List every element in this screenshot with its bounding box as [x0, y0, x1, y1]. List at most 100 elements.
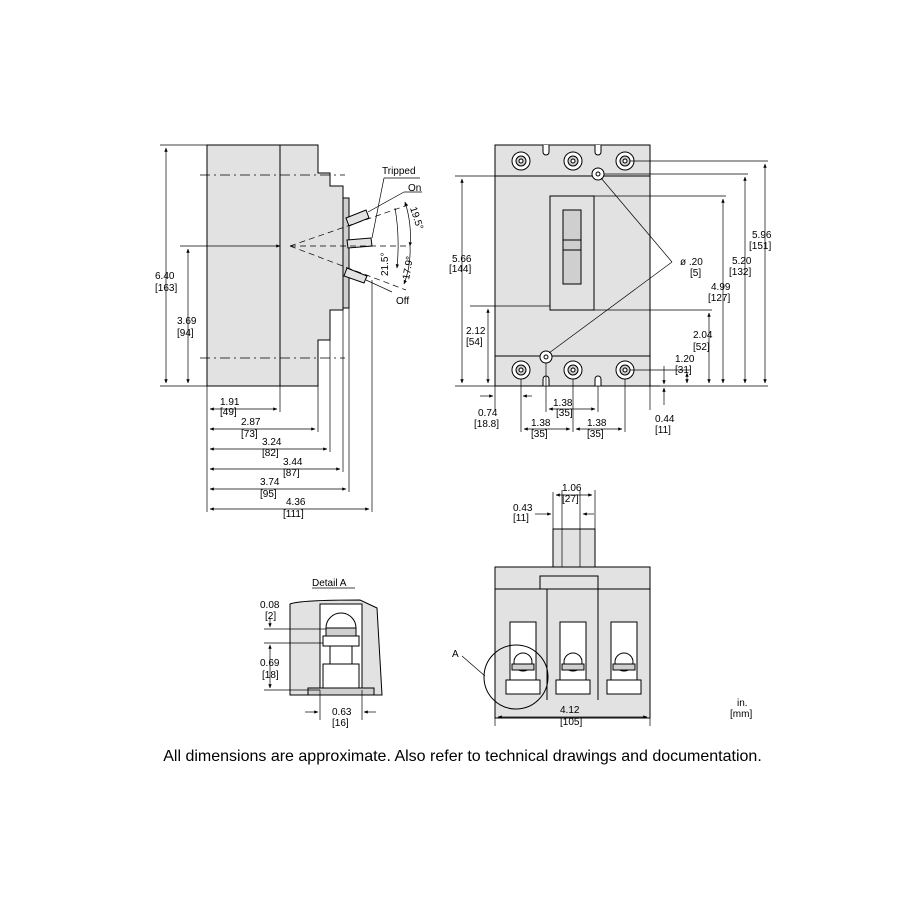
callout-a: A	[452, 649, 459, 660]
dim-1-91-in: 1.91	[220, 397, 240, 408]
detail-a-screw-head	[325, 612, 357, 629]
dim-2-12-mm: [54]	[466, 337, 483, 348]
side-view: Tripped On Off 19.5° 21.5° 17.9° 6.40 [1…	[155, 144, 425, 520]
dim-3-69-in: 3.69	[177, 316, 197, 327]
dim-2-12-in: 2.12	[466, 326, 486, 337]
terminal-screw-top-2	[563, 151, 583, 171]
dim-1-20-mm: [31]	[675, 365, 692, 376]
dim-2-87-in: 2.87	[241, 417, 261, 428]
dim-0-44-in: 0.44	[655, 414, 675, 425]
handle-on-position	[345, 209, 370, 227]
dim-4-99-mm: [127]	[708, 293, 730, 304]
dim-0-43-mm: [11]	[513, 513, 529, 524]
angle-label-3: 17.9°	[401, 255, 416, 280]
bottom-handle	[552, 528, 596, 568]
dim-4-99-in: 4.99	[711, 282, 731, 293]
bottom-notch-right	[594, 375, 602, 386]
dim-3-24-mm: [82]	[262, 448, 279, 459]
dim-4-12-in: 4.12	[560, 705, 580, 716]
units-in: in.	[737, 698, 748, 709]
dim-6-40-in: 6.40	[155, 271, 175, 282]
dim-1-38-top-in: 1.38	[553, 398, 573, 409]
dim-3-44-mm: [87]	[283, 468, 300, 479]
dim-1-38-left-mm: [35]	[531, 429, 548, 440]
dim-0-63-mm: [16]	[332, 718, 349, 729]
dim-0-69-mm: [18]	[262, 670, 279, 681]
dim-hole-in: ø .20	[680, 257, 703, 268]
label-tripped: Tripped	[382, 166, 416, 177]
leader-detail-a	[461, 655, 486, 677]
bottom-view: A 1.06 [27] 0.43 [11] 4.12 [105]	[452, 483, 651, 728]
dim-1-06-mm: [27]	[562, 494, 579, 505]
terminal-screw-bottom-2	[563, 360, 583, 380]
dim-5-96-mm: [151]	[749, 241, 771, 252]
label-on: On	[408, 183, 421, 194]
dim-2-87-mm: [73]	[241, 429, 258, 440]
dim-1-91-mm: [49]	[220, 407, 237, 418]
units-legend: in. [mm]	[730, 698, 752, 720]
mounting-hole-top	[591, 167, 605, 181]
dim-4-36-mm: [111]	[283, 509, 304, 520]
dim-5-96-in: 5.96	[752, 230, 772, 241]
dim-0-08-mm: [2]	[265, 611, 276, 622]
leader-tripped	[371, 177, 385, 239]
handle-off-position	[343, 267, 368, 284]
dim-3-24-in: 3.24	[262, 437, 282, 448]
dim-5-66-in: 5.66	[452, 254, 472, 265]
lug-2	[555, 621, 591, 695]
lug-1	[505, 621, 541, 695]
handle-tripped-position	[346, 237, 373, 249]
dim-0-74-mm: [18.8]	[474, 419, 499, 430]
terminal-screw-bottom-1	[511, 360, 531, 380]
dim-4-36-in: 4.36	[286, 497, 306, 508]
dim-0-08-in: 0.08	[260, 600, 280, 611]
dim-2-04-mm: [52]	[693, 342, 710, 353]
dim-1-38-right-in: 1.38	[587, 418, 607, 429]
dim-3-44-in: 3.44	[283, 457, 303, 468]
detail-a-view: Detail A 0.08 [2] 0.69 [18] 0.63 [16]	[260, 578, 383, 729]
units-mm: [mm]	[730, 709, 752, 720]
dim-1-38-right-mm: [35]	[587, 429, 604, 440]
handle-ray-on	[289, 204, 409, 247]
angle-arc-2	[394, 207, 400, 269]
top-notch-left	[542, 145, 550, 156]
lug-3	[606, 621, 642, 695]
top-notch-right	[594, 145, 602, 156]
leader-on	[367, 191, 405, 213]
dim-0-63-in: 0.63	[332, 707, 352, 718]
dim-3-74-mm: [95]	[260, 489, 277, 500]
dim-5-66-mm: [144]	[449, 264, 471, 275]
terminal-screw-top-1	[511, 151, 531, 171]
side-handle-base	[342, 197, 350, 309]
dim-5-20-in: 5.20	[732, 256, 752, 267]
angle-label-2: 21.5°	[380, 253, 391, 276]
terminal-screw-top-3	[615, 151, 635, 171]
detail-a-callout-circle	[483, 644, 549, 710]
side-body-front	[279, 144, 344, 387]
dim-4-12-mm: [105]	[560, 717, 582, 728]
dim-2-04-in: 2.04	[693, 330, 713, 341]
dim-1-38-top-mm: [35]	[556, 408, 573, 419]
label-off: Off	[396, 296, 409, 307]
dim-6-40-mm: [163]	[155, 283, 177, 294]
dim-1-20-in: 1.20	[675, 354, 695, 365]
dim-0-44-mm: [11]	[655, 425, 671, 436]
side-body-rear	[206, 144, 281, 387]
detail-a-title: Detail A	[312, 578, 347, 589]
dim-0-74-in: 0.74	[478, 408, 498, 419]
dim-0-43-in: 0.43	[513, 503, 533, 514]
leader-hole-top	[600, 177, 673, 263]
dim-5-20-mm: [132]	[729, 267, 751, 278]
dim-1-38-left-in: 1.38	[531, 418, 551, 429]
dim-1-06-in: 1.06	[562, 483, 582, 494]
footnote: All dimensions are approximate. Also ref…	[163, 748, 762, 765]
leader-hole-bottom	[548, 261, 673, 354]
angle-arc-1	[404, 201, 413, 247]
handle-ray-off	[289, 245, 407, 291]
angle-arc-3	[403, 245, 411, 285]
dim-hole-mm: [5]	[690, 268, 701, 279]
mounting-hole-bottom	[539, 350, 553, 364]
front-handle	[562, 209, 582, 285]
dim-3-69-mm: [94]	[177, 328, 194, 339]
